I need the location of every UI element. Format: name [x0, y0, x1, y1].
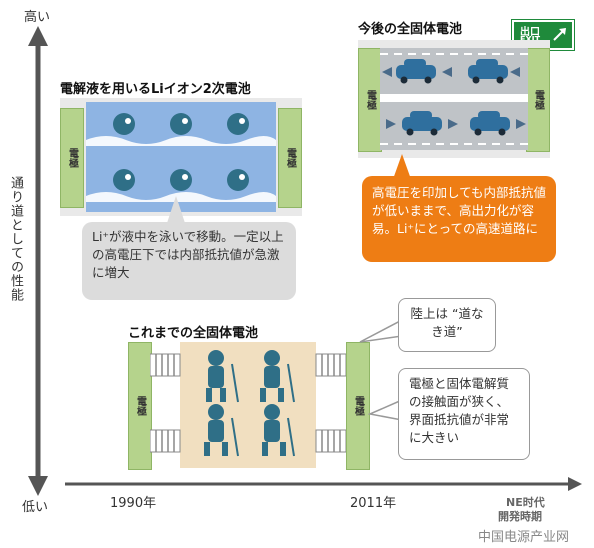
hiking-ion-icon	[204, 350, 286, 456]
electrode-label: 電極	[66, 148, 78, 168]
liquid-bubble-pointer	[166, 196, 186, 226]
rough-terrain-graphic	[150, 342, 346, 468]
watermark-site: 中国电源产业网	[478, 530, 570, 545]
liquid-left-electrode: 電極	[60, 108, 84, 208]
liquid-right-electrode: 電極	[278, 108, 302, 208]
future-battery-panel: 電極 電極	[358, 40, 550, 158]
electrode-label: 電極	[364, 90, 376, 110]
past-right-electrode: 電極	[346, 342, 370, 470]
future-battery-title: 今後の全固体電池	[358, 22, 463, 37]
electrode-label: 電極	[134, 396, 146, 416]
x-axis-start-label: 1990年	[110, 496, 157, 511]
past-battery-bubble-bottom: 電極と固体電解質の接触面が狭く、界面抵抗値が非常に大きい	[398, 368, 530, 460]
future-bubble-pointer	[392, 154, 412, 182]
exit-sign-top: 出口	[520, 27, 540, 38]
exit-arrow-icon	[553, 28, 566, 41]
past-left-electrode: 電極	[128, 342, 152, 470]
y-axis-low-label: 低い	[22, 500, 49, 515]
exit-sign-bottom: EXIT	[520, 35, 540, 44]
swimming-ion-icon	[113, 113, 249, 191]
liquid-battery-panel: 電極 電極	[60, 98, 302, 216]
past-bottom-bubble-pointer	[368, 399, 402, 421]
past-battery-title: これまでの全固体電池	[128, 326, 259, 341]
car-icon	[396, 59, 510, 131]
electrode-label: 電極	[532, 90, 544, 110]
liquid-battery-bubble: Li⁺が液中を泳いで移動。一定以上の高電圧下では内部抵抗値が急激に増大	[82, 222, 296, 300]
electrode-label: 電極	[352, 396, 364, 416]
future-left-electrode: 電極	[358, 48, 382, 152]
watermark-brand: NE时代	[506, 496, 545, 509]
past-top-bubble-pointer	[359, 319, 402, 343]
watermark-sub: 開発時期	[498, 510, 542, 523]
highway-graphic	[380, 48, 528, 150]
future-battery-bubble: 高電圧を印加しても内部抵抗値が低いままで、高出力化が容易。Li⁺にとっての高速道…	[362, 176, 556, 262]
y-axis-arrow-up	[28, 26, 48, 46]
liquid-battery-title: 電解液を用いるLiイオン2次電池	[60, 82, 251, 97]
liquid-electrolyte-graphic	[86, 102, 276, 212]
electrode-label: 電極	[284, 148, 296, 168]
x-axis-arrow	[568, 477, 582, 491]
x-axis-end-label: 2011年	[350, 496, 397, 511]
future-right-electrode: 電極	[526, 48, 550, 152]
y-axis-arrow-down	[28, 476, 48, 496]
y-axis-high-label: 高い	[24, 10, 51, 25]
past-battery-bubble-top: 陸上は “道なき道”	[398, 298, 496, 352]
y-axis-title: 通り道としての性能	[8, 176, 23, 302]
